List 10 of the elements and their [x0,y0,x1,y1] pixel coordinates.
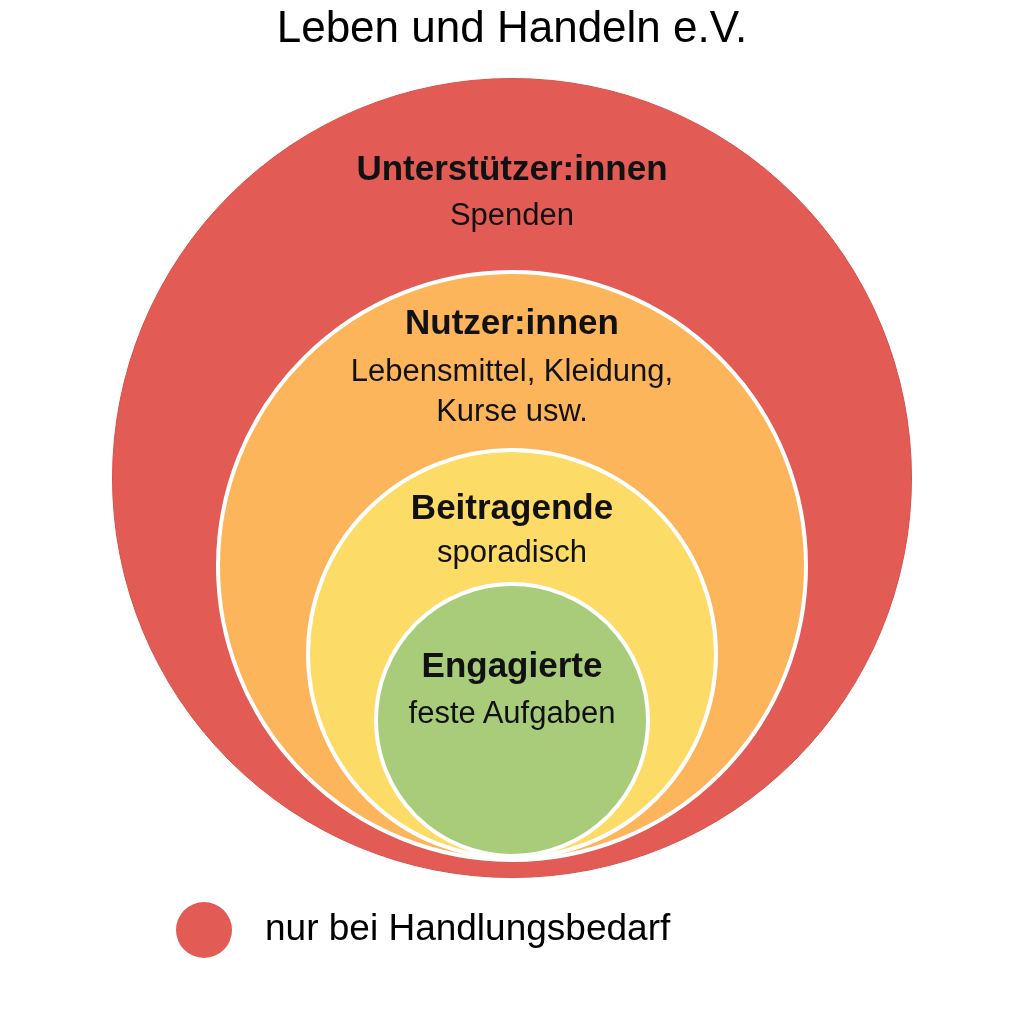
group-heading: Unterstützer:innen [356,147,668,190]
group-description: sporadisch [437,532,587,571]
group-description: feste Aufgaben [408,693,616,732]
group-heading: Beitragende [410,486,614,529]
group-heading: Nutzer:innen [405,301,619,344]
group-description: Lebensmittel, Kleidung, Kurse usw. [349,351,675,430]
group-description: Spenden [449,195,575,234]
legend-label: nur bei Handlungsbedarf [265,906,671,950]
diagram-title: Leben und Handeln e.V. [276,2,748,53]
group-heading: Engagierte [421,644,603,687]
